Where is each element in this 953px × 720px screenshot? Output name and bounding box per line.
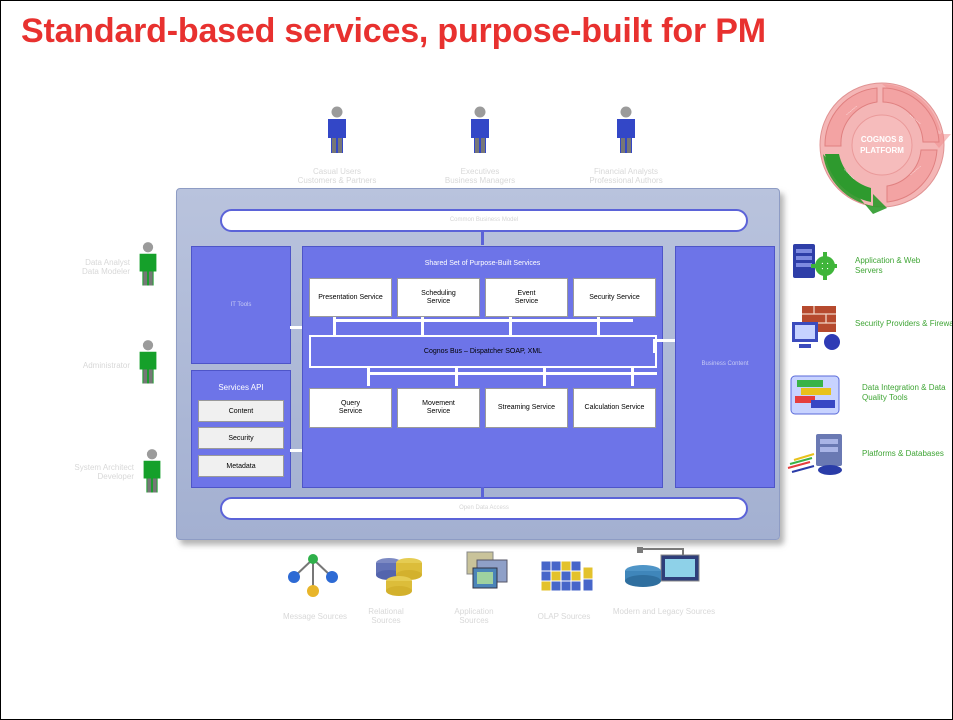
user-figure-icon — [617, 106, 635, 153]
cycle-diagram-icon: COGNOS 8 PLATFORM ~~~~~~ ~~~~~~ ~~~~~~ ~… — [819, 82, 951, 214]
user-figure-icon — [139, 340, 157, 384]
it-tools-panel: IT Tools — [191, 246, 291, 364]
connector — [653, 339, 656, 353]
user-figure-icon — [143, 449, 161, 493]
business-content-panel: Business Content — [675, 246, 775, 488]
database-icon — [787, 434, 842, 475]
legacy-sources-icon — [625, 547, 700, 587]
source-label: Modern and Legacy Sources — [612, 607, 716, 616]
user-figure-icon — [328, 106, 346, 153]
user-figure-icon — [139, 242, 157, 286]
open-data-access-bar: Open Data Access — [220, 497, 748, 520]
firewall-icon — [792, 306, 840, 350]
left-user-label: Administrator — [82, 361, 130, 370]
connector — [597, 317, 600, 337]
metadata-api-button[interactable]: Metadata — [198, 455, 284, 477]
services-api-panel: Services API Content Security Metadata — [191, 370, 291, 488]
presentation-service[interactable]: Presentation Service — [309, 278, 392, 317]
connector — [333, 317, 336, 337]
right-item-label: Platforms & Databases — [862, 449, 944, 458]
connector — [509, 317, 512, 337]
server-gear-icon — [793, 244, 837, 280]
connector — [543, 368, 546, 386]
security-api-button[interactable]: Security — [198, 427, 284, 449]
message-sources-icon — [288, 554, 338, 597]
security-service[interactable]: Security Service — [573, 278, 656, 317]
connector — [290, 449, 302, 452]
source-label: Message Sources — [282, 612, 348, 621]
content-api-button[interactable]: Content — [198, 400, 284, 422]
connector — [455, 368, 458, 386]
platform-container: Common Business Model IT Tools Services … — [176, 188, 780, 540]
connector — [653, 339, 675, 342]
connector — [290, 326, 302, 329]
cognos-bus: Cognos Bus – Dispatcher SOAP, XML — [309, 335, 657, 368]
connector — [333, 319, 633, 322]
right-item-label: Security Providers & Firewa — [855, 319, 952, 328]
calculation-service[interactable]: Calculation Service — [573, 388, 656, 428]
application-sources-icon — [466, 551, 508, 589]
page-title: Standard-based services, purpose-built f… — [21, 12, 766, 50]
shared-services-panel: Shared Set of Purpose-Built Services Pre… — [302, 246, 663, 488]
connector — [367, 372, 657, 375]
relational-db-icon — [376, 558, 422, 596]
streaming-service[interactable]: Streaming Service — [485, 388, 568, 428]
common-business-model-bar: Common Business Model — [220, 209, 748, 232]
connector — [421, 317, 424, 337]
cycle-center-line2: PLATFORM — [860, 146, 904, 155]
user-figure-icon — [471, 106, 489, 153]
cycle-center-line1: COGNOS 8 — [861, 135, 904, 144]
data-integration-icon — [790, 375, 840, 415]
source-label: OLAP Sources — [537, 612, 591, 621]
connector — [481, 487, 484, 497]
connector — [631, 368, 634, 386]
connector — [481, 230, 484, 245]
connector — [367, 368, 370, 386]
olap-cube-icon — [540, 560, 594, 592]
